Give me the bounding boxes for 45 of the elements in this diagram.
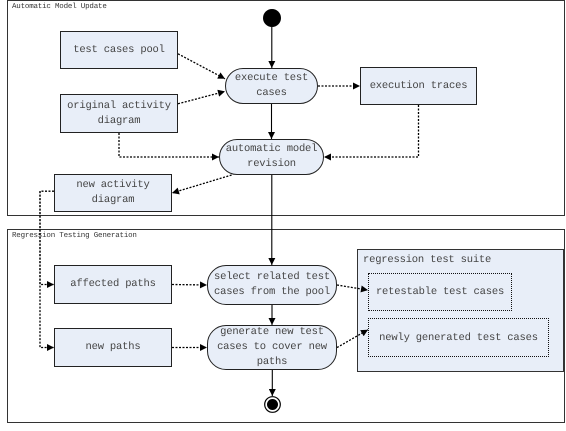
node-label: execution traces — [370, 78, 468, 94]
data-box — [54, 265, 172, 304]
arrow — [39, 190, 54, 351]
node-label: generate new test cases to cover new paths — [216, 325, 328, 370]
node-label: automatic model revision — [224, 142, 318, 172]
group-title: regression test suite — [363, 254, 492, 266]
arrow — [268, 305, 276, 325]
arrow — [336, 329, 368, 348]
arrow — [172, 281, 207, 288]
arrow — [268, 27, 276, 68]
node-label: newly generated test cases — [379, 332, 538, 344]
arrow — [178, 53, 226, 80]
start-node — [263, 9, 281, 27]
node-label: select related test cases from the pool — [213, 270, 331, 300]
swimlane-frame — [7, 0, 565, 216]
dotted-box — [368, 318, 549, 357]
end-node — [264, 396, 281, 413]
data-box — [60, 31, 178, 69]
arrow — [324, 105, 420, 160]
arrow — [172, 174, 232, 194]
data-box — [54, 174, 172, 212]
data-box — [360, 67, 477, 105]
data-box — [60, 94, 178, 133]
activity-node — [219, 139, 324, 175]
activity-node — [225, 68, 318, 104]
arrow — [118, 133, 219, 160]
swimlane-frame — [7, 229, 565, 423]
node-label: original activity diagram — [66, 98, 172, 128]
arrow — [172, 344, 207, 351]
node-label: test cases pool — [73, 42, 165, 58]
group-box — [357, 249, 564, 372]
arrow — [268, 175, 276, 265]
node-label: execute test cases — [234, 71, 310, 101]
arrow — [336, 284, 368, 292]
arrow — [268, 370, 276, 396]
node-label: affected paths — [70, 277, 156, 292]
dotted-box — [368, 273, 512, 311]
activity-node — [207, 265, 337, 305]
arrow — [178, 90, 226, 104]
data-box — [54, 328, 172, 367]
node-label: new paths — [86, 340, 140, 355]
arrow — [318, 82, 360, 90]
arrow — [268, 104, 275, 139]
node-label: new activity diagram — [75, 178, 151, 208]
node-label: retestable test cases — [376, 286, 504, 298]
